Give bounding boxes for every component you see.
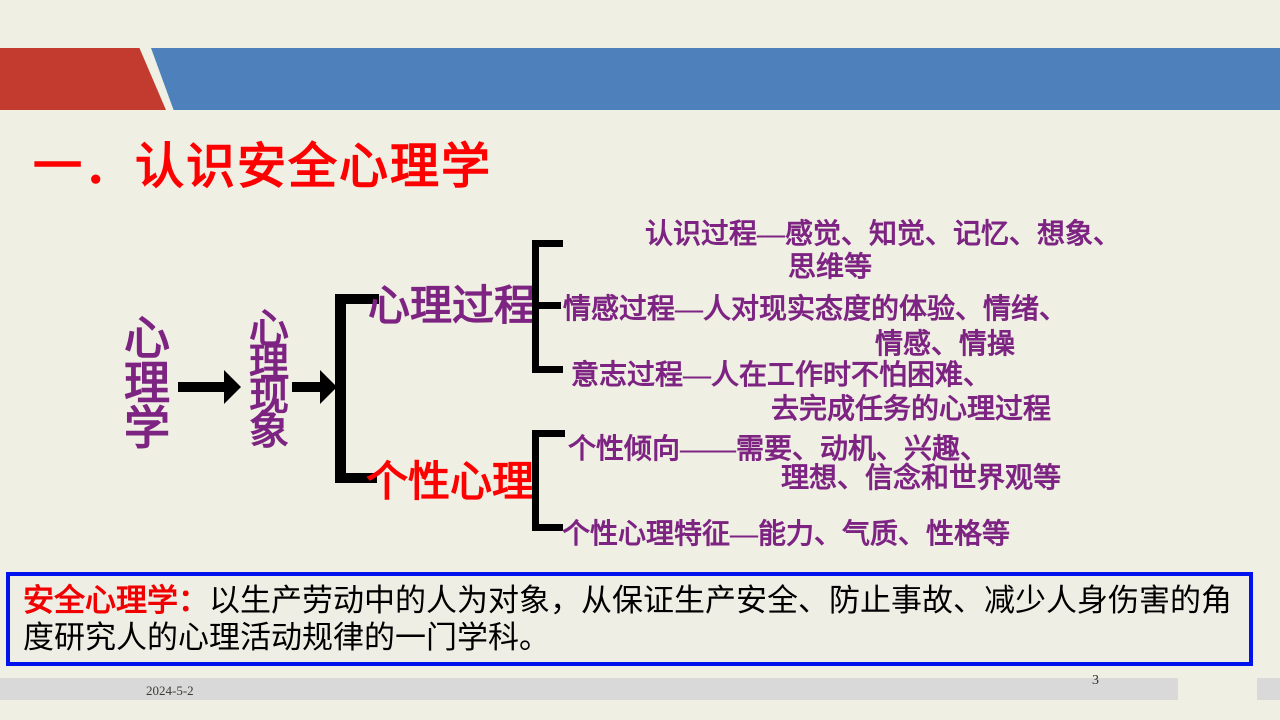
footer-bar-right-segment: [1257, 678, 1280, 700]
right-arrow-icon: [292, 382, 322, 392]
main-bracket-top-stub: [335, 294, 379, 304]
personality-tendency-line-2: 理想、信念和世界观等: [781, 463, 1062, 494]
process-bracket-stub-top: [532, 240, 563, 247]
page-title: 一．认识安全心理学: [33, 140, 493, 194]
definition-term: 安全心理学：: [23, 583, 209, 618]
emotion-process-line-2: 情感、情操: [875, 329, 1016, 360]
main-bracket-bottom-stub: [335, 473, 377, 483]
main-bracket-line: [335, 294, 346, 483]
definition-body: 以生产劳动中的人为对象，从保证生产安全、防止事故、减少人身伤害的角度研究人的心理…: [23, 583, 1232, 655]
branch-label-mental-process: 心理过程: [368, 284, 537, 330]
personality-traits-line: 个性心理特征—能力、气质、性格等: [562, 519, 1011, 550]
personality-tendency-line-1: 个性倾向——需要、动机、兴趣、: [568, 434, 989, 465]
footer-bar: [0, 678, 1178, 700]
node-psychology: 心理学: [124, 313, 170, 454]
emotion-process-line-1: 情感过程—人对现实态度的体验、情绪、: [563, 294, 1068, 325]
blue-banner-shape: [151, 48, 1280, 110]
process-bracket-stub-bottom: [532, 366, 563, 373]
slide-number-badge: 3: [1092, 673, 1099, 688]
cognition-process-line-1: 认识过程—感觉、知觉、记忆、想象、: [645, 219, 1122, 250]
will-process-line-1: 意志过程—人在工作时不怕困难、: [571, 360, 992, 391]
right-arrow-icon: [178, 382, 226, 392]
branch-label-personality-psychology: 个性心理: [366, 460, 535, 506]
will-process-line-2: 去完成任务的心理过程: [771, 394, 1052, 425]
cognition-process-line-2: 思维等: [788, 252, 873, 283]
footer-date: 2024-5-2: [146, 683, 194, 698]
right-arrow-head-icon: [224, 370, 241, 404]
definition-box: 安全心理学：以生产劳动中的人为对象，从保证生产安全、防止事故、减少人身伤害的角度…: [6, 572, 1253, 666]
red-banner-shape: [0, 48, 166, 110]
right-arrow-head-icon: [320, 370, 337, 404]
personality-bracket-stub-top: [532, 430, 565, 437]
process-bracket-stub-middle: [532, 302, 561, 309]
personality-bracket-line: [532, 430, 539, 531]
personality-bracket-stub-bottom: [532, 524, 563, 531]
node-psychological-phenomena: 心理现象: [249, 306, 289, 453]
